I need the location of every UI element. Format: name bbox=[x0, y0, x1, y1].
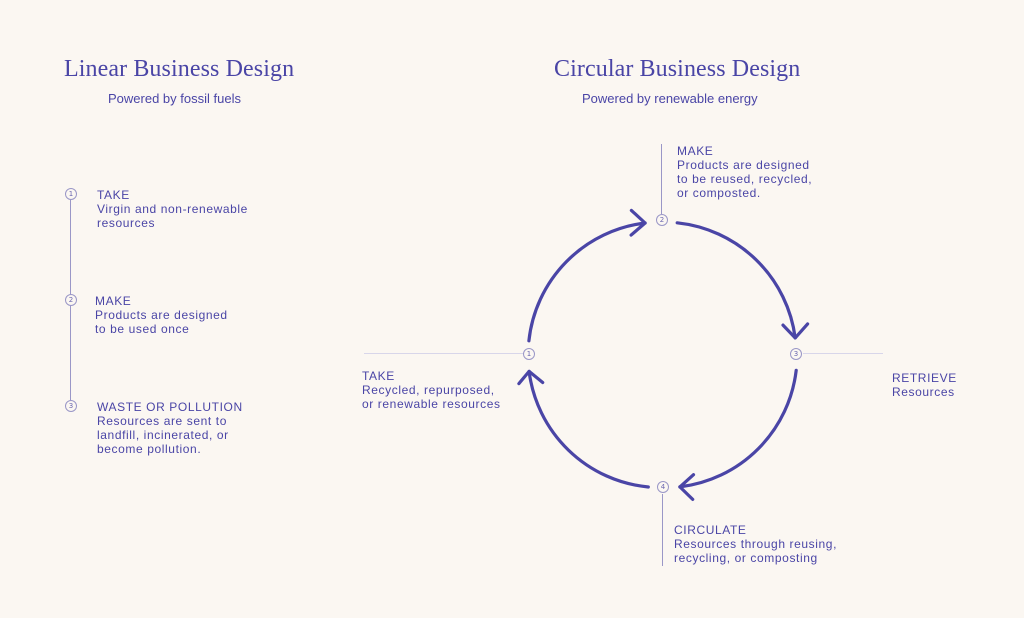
cycle-arrowhead-make bbox=[629, 208, 647, 237]
linear-step-make-line-2: to be used once bbox=[95, 322, 190, 336]
circular-take-connector bbox=[364, 353, 524, 354]
linear-step-make-line-1: Products are designed bbox=[95, 308, 228, 322]
circular-make-connector bbox=[661, 144, 662, 214]
linear-step-waste-line-1: Resources are sent to bbox=[97, 414, 227, 428]
circular-step-take: TAKE Recycled, repurposed, or renewable … bbox=[362, 369, 501, 411]
circular-step-retrieve: RETRIEVE Resources bbox=[892, 371, 957, 399]
linear-step-waste: WASTE OR POLLUTION Resources are sent to… bbox=[97, 400, 243, 456]
linear-step-take: TAKE Virgin and non-renewable resources bbox=[97, 188, 248, 230]
cycle-arc-take-to-make bbox=[527, 221, 647, 343]
circular-step-take-line-1: Recycled, repurposed, bbox=[362, 383, 495, 397]
circular-step-make-line-1: Products are designed bbox=[677, 158, 810, 172]
linear-subtitle: Powered by fossil fuels bbox=[108, 91, 241, 106]
linear-step-3-badge: 3 bbox=[65, 400, 77, 412]
cycle-arrowhead-circulate bbox=[678, 473, 696, 501]
circular-step-make-line-3: or composted. bbox=[677, 186, 761, 200]
circular-step-retrieve-heading: RETRIEVE bbox=[892, 371, 957, 385]
circular-step-take-line-2: or renewable resources bbox=[362, 397, 501, 411]
circular-step-make-heading: MAKE bbox=[677, 144, 714, 158]
circular-step-2-badge: 2 bbox=[656, 214, 668, 226]
cycle-arrowhead-retrieve bbox=[781, 322, 810, 340]
circular-step-circulate-line-1: Resources through reusing, bbox=[674, 537, 838, 551]
circular-step-retrieve-line-1: Resources bbox=[892, 385, 955, 399]
circular-step-4-badge: 4 bbox=[657, 481, 669, 493]
linear-step-take-line-2: resources bbox=[97, 216, 156, 230]
linear-step-waste-line-3: become pollution. bbox=[97, 442, 202, 456]
linear-step-make-heading: MAKE bbox=[95, 294, 132, 308]
linear-step-waste-line-2: landfill, incinerated, or bbox=[97, 428, 229, 442]
circular-step-3-badge: 3 bbox=[790, 348, 802, 360]
linear-step-take-heading: TAKE bbox=[97, 188, 130, 202]
linear-title: Linear Business Design bbox=[64, 56, 295, 82]
cycle-arc-retrieve-to-circulate bbox=[678, 368, 798, 489]
linear-step-make: MAKE Products are designed to be used on… bbox=[95, 294, 228, 336]
cycle-arrowhead-take bbox=[517, 369, 545, 386]
circular-retrieve-connector bbox=[803, 353, 883, 354]
linear-step-2-badge: 2 bbox=[65, 294, 77, 306]
circular-title: Circular Business Design bbox=[554, 56, 801, 82]
circular-step-circulate: CIRCULATE Resources through reusing, rec… bbox=[674, 523, 837, 565]
circular-step-circulate-line-2: recycling, or composting bbox=[674, 551, 818, 565]
linear-step-take-line-1: Virgin and non-renewable bbox=[97, 202, 248, 216]
circular-subtitle: Powered by renewable energy bbox=[582, 91, 758, 106]
circular-step-make: MAKE Products are designed to be reused,… bbox=[677, 144, 812, 200]
circular-step-take-heading: TAKE bbox=[362, 369, 395, 383]
linear-step-1-badge: 1 bbox=[65, 188, 77, 200]
circular-step-make-line-2: to be reused, recycled, bbox=[677, 172, 813, 186]
linear-step-waste-heading: WASTE OR POLLUTION bbox=[97, 400, 243, 414]
cycle-arc-make-to-retrieve bbox=[675, 221, 797, 340]
circular-circulate-connector bbox=[662, 494, 663, 566]
circular-step-circulate-heading: CIRCULATE bbox=[674, 523, 747, 537]
circular-step-1-badge: 1 bbox=[523, 348, 535, 360]
cycle-arc-circulate-to-take bbox=[527, 369, 650, 489]
